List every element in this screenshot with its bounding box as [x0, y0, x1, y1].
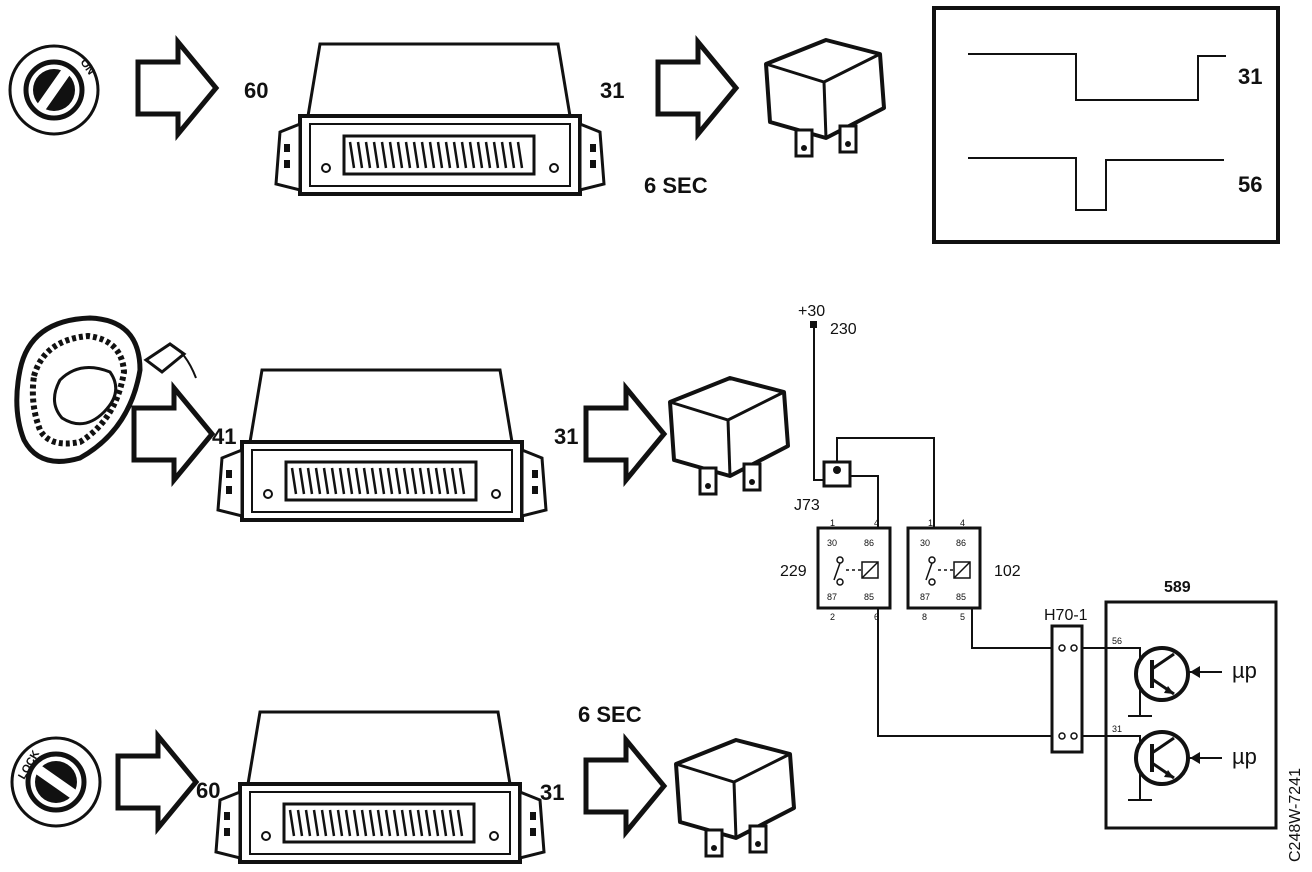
row3-input-arrow-icon: [118, 736, 196, 828]
row1-relay-icon: [764, 38, 886, 158]
row3-relay-icon: [674, 738, 796, 858]
row2-input-signal: 41: [212, 424, 236, 449]
row1-input-arrow-icon: [138, 42, 216, 134]
svg-text:1: 1: [928, 518, 933, 528]
svg-text:30: 30: [920, 538, 930, 548]
waveform-label-top: 31: [1238, 64, 1262, 89]
microprocessor-upper-label: µp: [1232, 658, 1257, 683]
row1-duration: 6 SEC: [644, 173, 708, 198]
junction-label: J73: [794, 497, 820, 514]
svg-text:87: 87: [827, 592, 837, 602]
row1-output-arrow-icon: [658, 42, 736, 134]
row3-output-arrow-icon: [586, 740, 664, 832]
module-label: 589: [1164, 579, 1191, 596]
microprocessor-lower-label: µp: [1232, 744, 1257, 769]
row1-output-signal: 31: [600, 78, 624, 103]
waveform-panel: 31 56: [932, 6, 1280, 244]
svg-text:86: 86: [956, 538, 966, 548]
module-589: 56 31 µp µp: [1082, 600, 1278, 830]
svg-text:8: 8: [922, 612, 927, 622]
transistor-upper-icon: [1134, 646, 1190, 702]
svg-text:1: 1: [830, 518, 835, 528]
row3-input-signal: 60: [196, 778, 220, 803]
row1-control-unit-icon: [274, 42, 606, 196]
figure-code: C248W-7241: [1287, 768, 1304, 862]
transistor-lower-icon: [1134, 730, 1190, 786]
row1-input-signal: 60: [244, 78, 268, 103]
door-lock-cylinder-icon: [14, 315, 197, 464]
row1-ignition-on: ON 60 31 6 SEC: [8, 38, 886, 198]
svg-text:5: 5: [960, 612, 965, 622]
waveform-trace-56: [968, 157, 1224, 211]
svg-text:85: 85: [956, 592, 966, 602]
svg-text:6: 6: [874, 612, 879, 622]
row3-duration: 6 SEC: [578, 702, 642, 727]
waveform-trace-31: [968, 53, 1226, 101]
row2-relay-icon: [668, 376, 790, 496]
ignition-switch-on-icon: ON: [8, 44, 100, 136]
connector-label: H70-1: [1044, 607, 1088, 624]
row2-input-arrow-icon: [134, 388, 212, 480]
row3-output-signal: 31: [540, 780, 564, 805]
svg-text:87: 87: [920, 592, 930, 602]
supply-wire-label: 230: [830, 321, 857, 338]
waveform-label-bottom: 56: [1238, 172, 1262, 197]
svg-text:56: 56: [1112, 636, 1122, 646]
relay-102-schematic: 1 4 30 86 87 85 8 5: [906, 518, 982, 622]
row2-door-handle: 41 31: [14, 315, 790, 522]
row2-output-signal: 31: [554, 424, 578, 449]
ignition-switch-lock-icon: LOCK: [10, 736, 102, 828]
row3-ignition-lock: LOCK 60 31 6 SEC: [10, 702, 796, 864]
svg-text:86: 86: [864, 538, 874, 548]
supply-label: +30: [798, 303, 825, 320]
svg-text:31: 31: [1112, 724, 1122, 734]
relay-right-label: 102: [994, 563, 1021, 580]
connector-h70-1: [1050, 624, 1084, 754]
row3-control-unit-icon: [214, 710, 546, 864]
svg-text:4: 4: [960, 518, 965, 528]
svg-text:85: 85: [864, 592, 874, 602]
wiring-schematic: +30 230 J73 1 4 30 86 87 85 2 6 229: [780, 303, 1278, 830]
svg-text:30: 30: [827, 538, 837, 548]
relay-left-label: 229: [780, 563, 807, 580]
svg-text:2: 2: [830, 612, 835, 622]
row2-control-unit-icon: [216, 368, 548, 522]
svg-text:4: 4: [874, 518, 879, 528]
row2-output-arrow-icon: [586, 388, 664, 480]
relay-229-schematic: 1 4 30 86 87 85 2 6: [816, 518, 892, 622]
